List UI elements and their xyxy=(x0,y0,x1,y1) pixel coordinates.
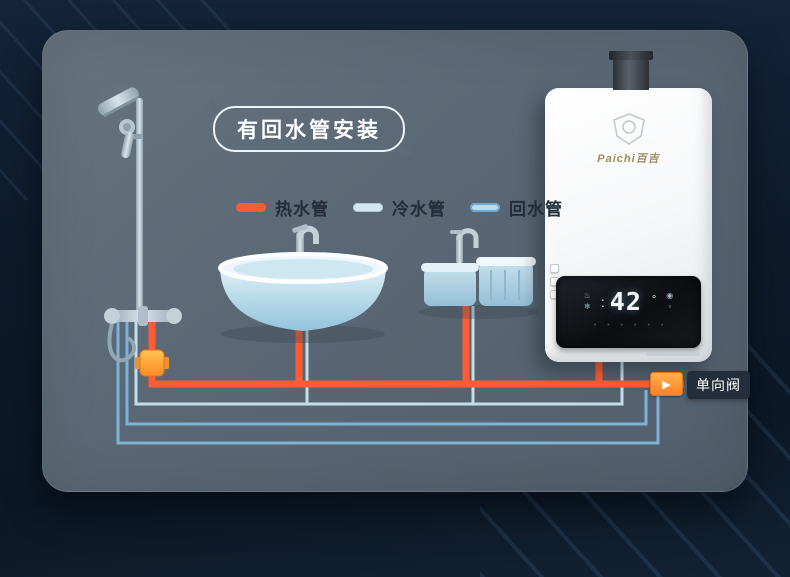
legend-label: 回水管 xyxy=(509,200,563,219)
degree-icon: ° xyxy=(651,294,657,306)
page-title: 有回水管安装 xyxy=(237,119,381,142)
brand-crest-icon xyxy=(612,113,645,145)
touch-dot-icon: • xyxy=(620,322,623,329)
touch-dot-icon: • xyxy=(660,322,664,329)
temperature-display: ♨ ❄ : 42 ° ◉ ▫ xyxy=(556,276,701,316)
water-heater: Paichi百吉 ♨ ❄ : 42 ° ◉ ▫ • • xyxy=(545,51,712,362)
pipe-legend: 热水管 冷水管 回水管 xyxy=(236,195,563,220)
legend-item-return: 回水管 xyxy=(470,195,563,220)
flame-icon: ♨ xyxy=(583,291,591,300)
cold-pipe-swatch-icon xyxy=(353,203,383,212)
status-dot-icon: ◉ xyxy=(666,291,674,300)
return-pipe-swatch-icon xyxy=(470,203,500,212)
display-colon: : xyxy=(600,293,605,310)
valve-arrow-icon: ▶ xyxy=(662,378,671,391)
one-way-valve-label: 单向阀 xyxy=(687,371,750,399)
display-mode-icons: ♨ ❄ xyxy=(584,292,591,311)
touch-dot-icon: • xyxy=(593,322,597,329)
display-status-icons: ◉ ▫ xyxy=(666,292,673,311)
heater-control-panel: ♨ ❄ : 42 ° ◉ ▫ • • • • • • xyxy=(556,276,701,348)
touch-button-row: • • • • • • xyxy=(556,322,701,329)
flue-pipe xyxy=(609,51,653,90)
touch-dot-icon: • xyxy=(634,322,637,329)
legend-item-hot: 热水管 xyxy=(236,195,329,220)
legend-label: 冷水管 xyxy=(392,200,446,219)
hot-pipe-swatch-icon xyxy=(236,203,266,212)
heater-button xyxy=(550,264,559,273)
one-way-valve-icon: ▶ xyxy=(650,372,683,396)
legend-item-cold: 冷水管 xyxy=(353,195,446,220)
snowflake-icon: ❄ xyxy=(583,302,591,311)
touch-dot-icon: • xyxy=(647,322,650,329)
legend-label: 热水管 xyxy=(275,200,329,219)
touch-dot-icon: • xyxy=(607,322,610,329)
model-spec-text-bar xyxy=(646,352,700,356)
brand-text: Paichi百吉 xyxy=(597,153,660,165)
status-square-icon: ▫ xyxy=(668,302,672,311)
title-badge: 有回水管安装 xyxy=(206,99,412,159)
display-temperature-value: 42 xyxy=(609,287,642,316)
